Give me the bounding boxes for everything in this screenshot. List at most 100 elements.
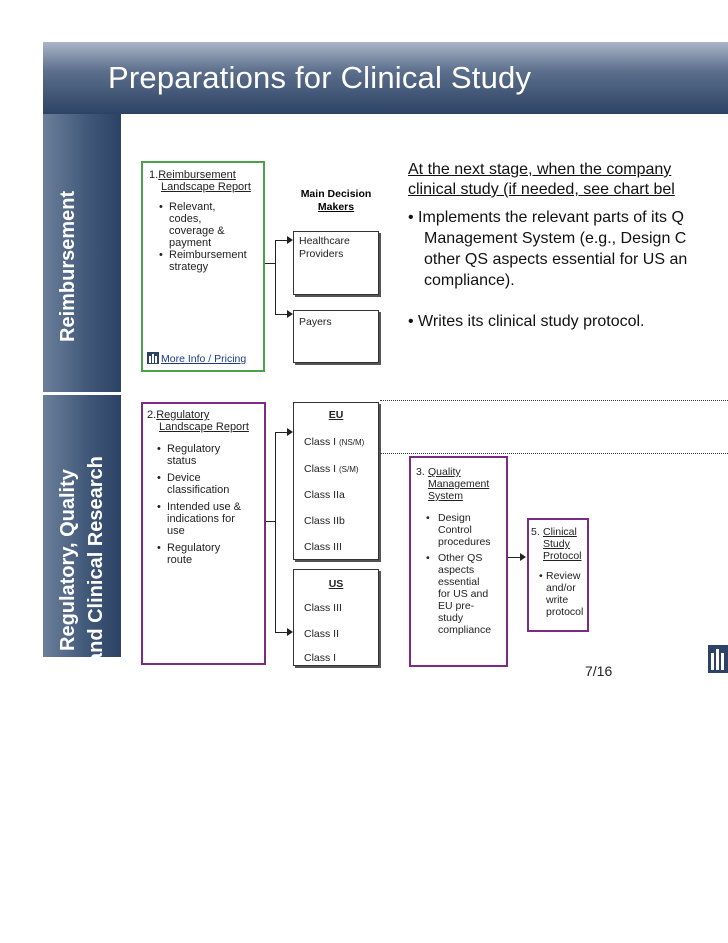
page-number: 7/16 (585, 663, 613, 679)
report-title-2[interactable]: Landscape Report (159, 421, 249, 433)
side-label-reimbursement: Reimbursement (57, 190, 79, 342)
protocol-number: 5. (531, 526, 540, 538)
connector (265, 263, 275, 264)
arrow-head (287, 236, 293, 244)
protocol-title-line[interactable]: Protocol (543, 550, 582, 562)
card-line: Healthcare (299, 235, 350, 247)
slide: Preparations for Clinical Study Reimburs… (43, 42, 728, 679)
bullet-line: EU pre- (438, 600, 475, 612)
bullet-line: protocol (546, 606, 584, 618)
protocol-title: 5. Clinical Study Protocol (531, 526, 585, 562)
more-info-link[interactable]: More Info / Pricing (147, 352, 246, 365)
us-class-2: Class II (304, 628, 340, 640)
intro-line-1: At the next stage, when the company (408, 161, 672, 178)
us-class-3: Class III (304, 602, 342, 614)
class-tag: (NS/M) (339, 438, 365, 447)
decision-makers-heading: Main Decision Makers (292, 188, 380, 214)
connector (275, 240, 287, 241)
point-1-line-3: other QS aspects essential for US an (424, 251, 688, 268)
bullet-dot: • (157, 501, 161, 513)
eu-heading: EU (328, 409, 344, 421)
intro-line-2: clinical study (if needed, see chart bel (408, 181, 675, 198)
bullet-line: aspects (438, 564, 475, 576)
qms-title-line[interactable]: System (428, 490, 464, 502)
title-bar (43, 42, 728, 114)
qms-title-line[interactable]: Management (428, 478, 490, 490)
card-line: Providers (299, 248, 344, 260)
bullet-line: route (167, 554, 193, 566)
connector (275, 432, 287, 433)
arrow-head (287, 628, 293, 636)
side-divider (43, 392, 121, 395)
connector (275, 632, 287, 633)
separator-line (380, 453, 728, 454)
bullet-dot: • (426, 512, 430, 524)
heading-line: Makers (317, 201, 355, 213)
bullet-line: coverage & (169, 225, 225, 237)
point-2: • Writes its clinical study protocol. (408, 313, 645, 331)
point-1-line-2: Management System (e.g., Design C (424, 230, 687, 247)
bullet-dot: • (159, 201, 163, 213)
bullet-line: Regulatory (167, 443, 221, 455)
protocol-bullet: • Review and/or write protocol (531, 570, 585, 618)
bullet-line: and/or (546, 582, 576, 594)
class-tag: (S/M) (339, 465, 359, 474)
report-title-2[interactable]: Landscape Report (161, 181, 251, 193)
side-label-regulatory-2: and Clinical Research (85, 456, 107, 664)
bullet-line: indications for (167, 513, 235, 525)
protocol-title-line[interactable]: Clinical (543, 526, 577, 538)
point-text: Writes its clinical study protocol. (418, 313, 645, 330)
more-info-text[interactable]: More Info / Pricing (161, 353, 247, 365)
eu-class-2b: Class IIb (304, 515, 345, 527)
bullet-other-qs: • Other QS aspects essential for US and … (426, 552, 501, 636)
bullet-line: use (167, 525, 185, 537)
arrow-head (287, 428, 293, 436)
bullet-line: payment (169, 237, 212, 249)
report-bullets: • Relevant, codes, coverage & payment • … (149, 201, 257, 273)
bullet-intended-use: • Intended use & indications for use (157, 501, 260, 537)
bullet-line: Review (546, 570, 581, 582)
bullet-line: Reimbursement (169, 249, 247, 261)
clinical-protocol-box: 5. Clinical Study Protocol • Review and/… (527, 518, 589, 632)
qms-bullets: • Design Control procedures • Other QS a… (416, 512, 501, 636)
logo-icon (708, 645, 728, 673)
bullet-line: Intended use & (167, 501, 242, 513)
reimbursement-report-box: 1.Reimbursement Landscape Report • Relev… (141, 161, 265, 372)
quality-management-box: 3. Quality Management System • Design Co… (409, 456, 508, 667)
class-label: Class I (304, 436, 337, 448)
qms-number: 3. (416, 466, 425, 478)
connector (508, 557, 520, 558)
arrow-head (520, 553, 526, 561)
bullet-line: compliance (438, 624, 492, 636)
qms-title: 3. Quality Management System (416, 466, 501, 502)
point-1-line-1: • Implements the relevant parts of its Q (408, 209, 684, 227)
connector (275, 432, 276, 632)
report-title-1[interactable]: Regulatory (156, 409, 210, 421)
card-line: Payers (299, 316, 332, 328)
bullet-line: Other QS (438, 552, 483, 564)
bullet-dot: • (159, 249, 163, 261)
bullet-line: study (438, 612, 464, 624)
bullet-strategy: • Reimbursement strategy (159, 249, 257, 273)
bullet-line: for US and (438, 588, 489, 600)
connector (275, 314, 287, 315)
bullet-dot: • (408, 313, 419, 330)
bullet-line: Relevant, (169, 201, 216, 213)
separator-line (380, 400, 728, 401)
bullet-dot: • (408, 209, 419, 226)
bullet-line: essential (438, 576, 480, 588)
report-number: 1. (149, 169, 159, 181)
bullet-line: classification (167, 484, 230, 496)
bullet-line: Regulatory (167, 542, 221, 554)
eu-class-1-ns: Class I (NS/M) (304, 436, 364, 448)
qms-title-line[interactable]: Quality (428, 466, 461, 478)
bullet-review: • Review and/or write protocol (539, 570, 585, 618)
protocol-title-line[interactable]: Study (543, 538, 570, 550)
bullet-status: • Regulatory status (157, 443, 260, 467)
report-title-1[interactable]: Reimbursement (158, 169, 236, 181)
bullet-dot: • (157, 472, 161, 484)
point-text: Implements the relevant parts of its Q (418, 209, 684, 226)
bullet-line: Device (167, 472, 201, 484)
bullet-line: status (167, 455, 197, 467)
class-label: Class I (304, 463, 337, 475)
